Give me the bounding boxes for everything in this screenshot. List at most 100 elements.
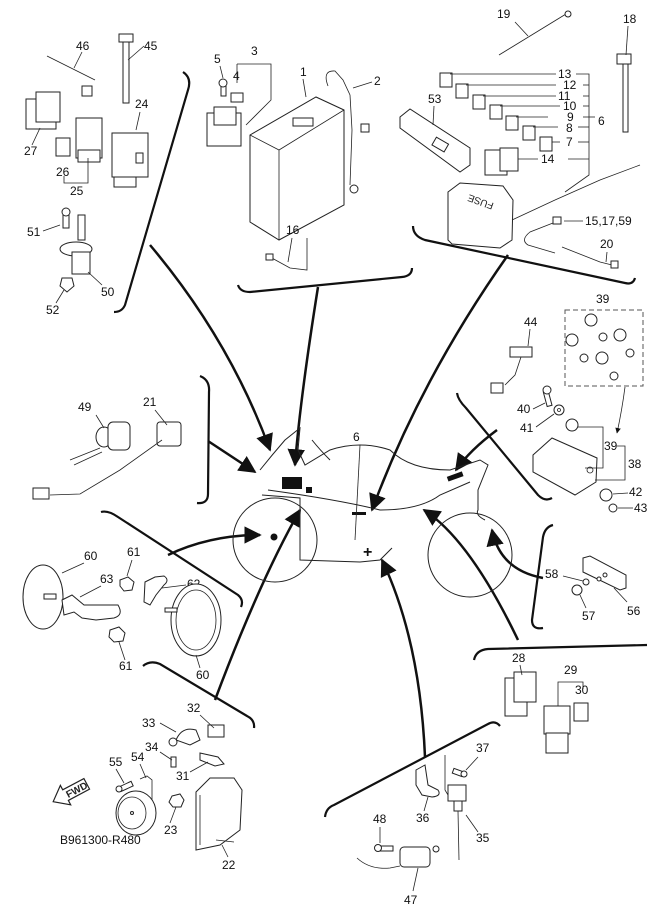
callout-42: 42 xyxy=(629,485,643,499)
part-1-battery[interactable] xyxy=(249,96,345,241)
part-32-clamp[interactable] xyxy=(207,724,225,738)
callout-57: 57 xyxy=(582,609,596,623)
part-43-collar[interactable] xyxy=(608,503,618,513)
pointer-line-1 xyxy=(149,244,273,452)
part-10-fuse[interactable] xyxy=(489,104,503,120)
part-61-nut-upper[interactable] xyxy=(119,576,135,592)
callout-1: 1 xyxy=(300,65,307,79)
part-44-lead-wire[interactable] xyxy=(490,346,533,394)
part-63-bracket[interactable] xyxy=(61,594,121,621)
callout-54: 54 xyxy=(131,750,145,764)
part-7-fuse[interactable] xyxy=(539,136,553,152)
part-36-bracket[interactable] xyxy=(415,764,440,798)
part-15-17-59-sensor[interactable] xyxy=(524,216,562,254)
part-28-relay[interactable] xyxy=(504,671,537,717)
frame-top-right xyxy=(411,225,637,285)
callout-61-upper: 61 xyxy=(127,545,141,559)
callout-21: 21 xyxy=(143,395,157,409)
part-52-nut[interactable] xyxy=(59,277,75,293)
part-5-bolt[interactable] xyxy=(218,78,228,97)
part-33-bracket[interactable] xyxy=(175,728,201,746)
svg-text:FWD: FWD xyxy=(65,780,90,800)
part-51-screw[interactable] xyxy=(61,207,71,229)
part-16-lead[interactable] xyxy=(265,238,308,271)
part-8-fuse[interactable] xyxy=(522,125,536,141)
callout-25: 25 xyxy=(70,184,84,198)
pointer-line-10 xyxy=(380,558,427,758)
callout-35: 35 xyxy=(476,831,490,845)
part-4-fuse[interactable] xyxy=(230,92,244,103)
part-19-cable-tie[interactable] xyxy=(498,10,572,56)
part-2-battery-cable[interactable] xyxy=(325,70,370,194)
part-50-sensor[interactable] xyxy=(59,214,93,275)
part-22-regulator[interactable] xyxy=(195,777,243,851)
callout-63: 63 xyxy=(100,572,114,586)
callout-52: 52 xyxy=(46,303,60,317)
frame-bottom-switch xyxy=(323,721,501,818)
part-11-fuse[interactable] xyxy=(472,94,486,110)
part-27-relay[interactable] xyxy=(25,91,61,130)
callout-13: 13 xyxy=(558,67,572,81)
part-23-nut[interactable] xyxy=(168,793,185,808)
part-55-screw[interactable] xyxy=(115,780,134,793)
part-57-nut[interactable] xyxy=(571,584,583,596)
part-45-cable-tie[interactable] xyxy=(118,33,134,104)
callout-53: 53 xyxy=(428,92,442,106)
part-18-clamp[interactable] xyxy=(616,53,632,133)
part-3-starter-relay[interactable] xyxy=(206,106,242,147)
part-61-nut-lower[interactable] xyxy=(108,626,126,643)
callout-12: 12 xyxy=(563,78,577,92)
part-21-lead[interactable] xyxy=(32,421,182,500)
callout-45: 45 xyxy=(144,39,158,53)
part-60-reflector-right[interactable] xyxy=(164,583,222,657)
part-38-rectifier[interactable] xyxy=(532,418,598,496)
part-29-relay[interactable] xyxy=(543,705,571,754)
callout-40: 40 xyxy=(517,402,531,416)
part-9-fuse[interactable] xyxy=(505,115,519,131)
part-46-harness[interactable] xyxy=(46,55,96,97)
part-49-socket[interactable] xyxy=(69,421,131,466)
part-20-lead[interactable] xyxy=(561,246,619,269)
part-56-reflector[interactable] xyxy=(582,555,627,591)
part-37-screw[interactable] xyxy=(451,767,468,778)
callout-50: 50 xyxy=(101,285,115,299)
part-13-fuse[interactable] xyxy=(439,72,453,88)
callout-16: 16 xyxy=(286,223,300,237)
marker-dot xyxy=(270,533,278,541)
callout-49: 49 xyxy=(78,400,92,414)
callout-24: 24 xyxy=(135,97,149,111)
callout-31: 31 xyxy=(176,769,190,783)
callout-9: 9 xyxy=(567,110,574,124)
part-25-relay[interactable] xyxy=(75,117,103,163)
part-58-washer[interactable] xyxy=(582,578,590,586)
part-35-switch[interactable] xyxy=(444,755,467,861)
part-41-washer[interactable] xyxy=(553,404,565,416)
part-31-bracket[interactable] xyxy=(199,752,225,767)
callout-8: 8 xyxy=(566,121,573,135)
part-53-fuse-cover-label[interactable] xyxy=(399,108,471,173)
callout-28: 28 xyxy=(512,651,526,665)
part-26-cover[interactable] xyxy=(55,137,71,157)
pointer-line-6 xyxy=(167,526,262,557)
part-48-bolt[interactable] xyxy=(374,844,394,852)
part-47-sidestand-switch[interactable] xyxy=(356,845,440,869)
part-34-bolt[interactable] xyxy=(168,737,178,768)
callout-37: 37 xyxy=(476,741,490,755)
battery-marker xyxy=(282,477,302,489)
part-30-cover[interactable] xyxy=(573,702,589,722)
pointer-line-2 xyxy=(287,286,320,467)
frame-left-socket xyxy=(196,374,211,505)
part-62-bracket[interactable] xyxy=(143,575,168,606)
part-40-bolt[interactable] xyxy=(542,385,553,408)
part-24-flasher-relay[interactable] xyxy=(111,132,149,188)
part-39-grommets[interactable] xyxy=(565,313,635,381)
part-60-reflector-left[interactable] xyxy=(22,564,64,630)
part-12-fuse[interactable] xyxy=(455,83,469,99)
marker-sq xyxy=(306,487,312,493)
part-42-grommet[interactable] xyxy=(599,488,613,502)
fuse-box[interactable]: FUSE xyxy=(447,164,641,249)
callout-61-lower: 61 xyxy=(119,659,133,673)
part-14-relay[interactable] xyxy=(484,147,519,176)
callout-29: 29 xyxy=(564,663,578,677)
part-54-horn[interactable] xyxy=(115,775,157,836)
